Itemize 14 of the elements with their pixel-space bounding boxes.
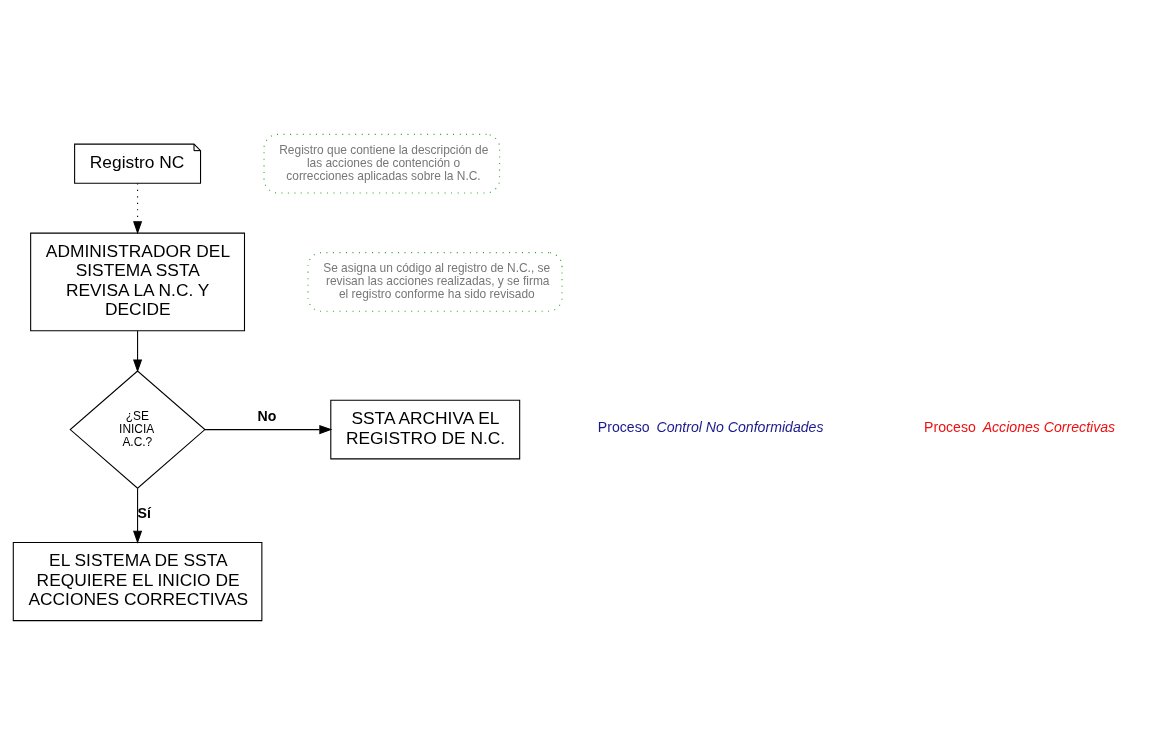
label: Proceso Acciones Correctivas [924, 418, 1116, 435]
node-diamond: ¿SE INICIA A.C.? [69, 369, 206, 489]
edge-label: No [257, 407, 277, 424]
arrow [204, 424, 333, 434]
label: Proceso Control No Conformidades [597, 418, 824, 435]
arrow [133, 330, 143, 373]
arrow [133, 182, 143, 234]
arrow [133, 487, 143, 544]
edge-label: Sí [137, 504, 151, 521]
node-box: Se asigna un código al registro de N.C., se revisan las acciones realizadas, y se firma el registro conforme ha sido revisado [307, 251, 563, 312]
node-box: Registro que contiene la descripción de las acciones de contención o correcciones aplicadas sobre la N.C. [263, 133, 501, 193]
node-box: SSTA ARCHIVA EL REGISTRO DE N.C. [330, 399, 521, 459]
node-box: ADMINISTRADOR DEL SISTEMA SSTA REVISA LA N.C. Y DECIDE [30, 232, 246, 331]
node-box: EL SISTEMA DE SSTA REQUIERE EL INICIO DE ACCIONES CORRECTIVAS [12, 541, 263, 621]
